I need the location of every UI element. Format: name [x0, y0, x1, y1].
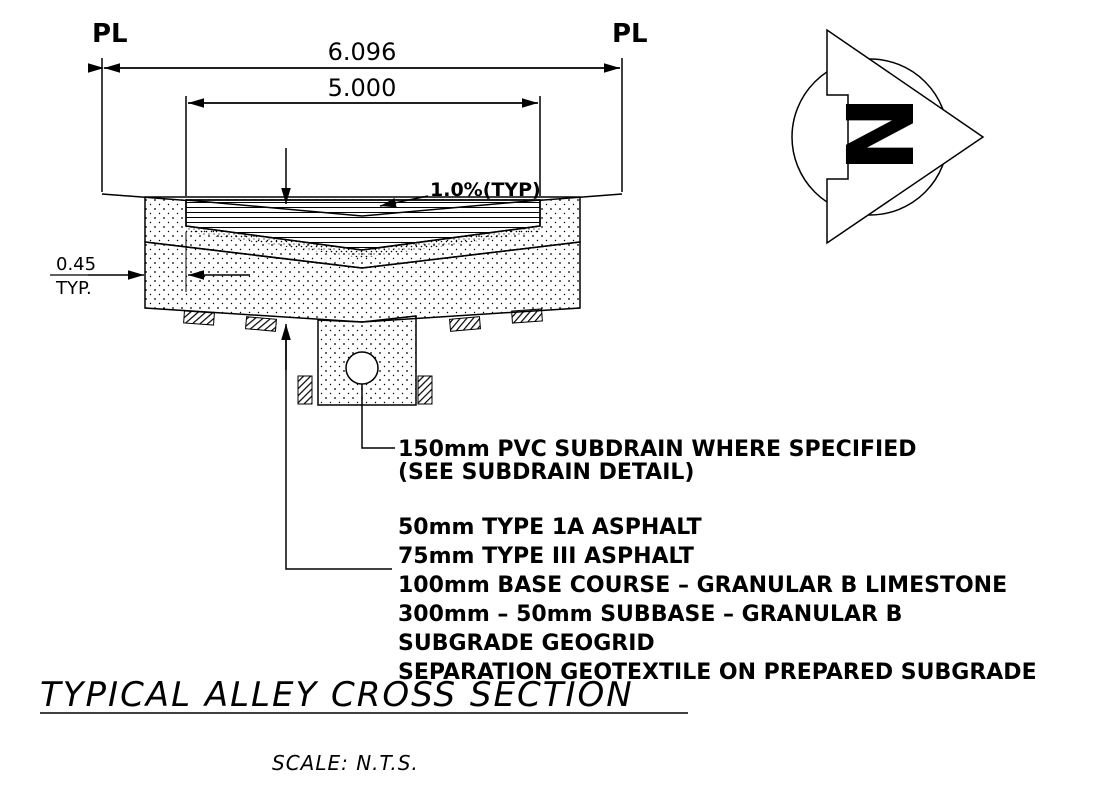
- layers-leader: [285, 326, 392, 570]
- subdrain-note-line-2: (SEE SUBDRAIN DETAIL): [398, 460, 694, 485]
- subdrain-callout: 150mm PVC SUBDRAIN WHERE SPECIFIED (SEE …: [361, 384, 917, 485]
- slope-annotation: 1.0%(TYP): [379, 179, 541, 208]
- subdrain-pipe-icon: [345, 351, 379, 385]
- subbase-layer: [144, 241, 581, 323]
- layer-note-3: 100mm BASE COURSE – GRANULAR B LIMESTONE: [398, 573, 1007, 598]
- pavement-width-dimension: 5.000: [185, 74, 541, 196]
- drawing-title: TYPICAL ALLEY CROSS SECTION: [40, 675, 634, 715]
- north-letter: N: [828, 96, 935, 173]
- layer-note-6: SEPARATION GEOTEXTILE ON PREPARED SUBGRA…: [398, 660, 1037, 685]
- offset-note-label: TYP.: [55, 278, 92, 299]
- layer-note-1: 50mm TYPE 1A ASPHALT: [398, 515, 702, 540]
- scale-label: SCALE: N.T.S.: [272, 751, 419, 775]
- layer-note-5: SUBGRADE GEOGRID: [398, 631, 655, 656]
- overall-width-dimension: 6.096: [88, 38, 620, 73]
- property-line-left: PL: [92, 19, 128, 192]
- pavement-width-label: 5.000: [328, 74, 397, 102]
- north-arrow-icon: N: [791, 28, 985, 245]
- property-line-label-left: PL: [92, 19, 128, 49]
- layer-notes: 50mm TYPE 1A ASPHALT 75mm TYPE III ASPHA…: [398, 515, 1037, 685]
- property-line-right: PL: [612, 19, 648, 192]
- geotextile-band: [186, 226, 540, 258]
- geogrid-blocks: [183, 308, 543, 405]
- offset-value-label: 0.45: [56, 254, 96, 275]
- overall-width-label: 6.096: [328, 38, 397, 66]
- offset-dimension: 0.45 TYP.: [50, 232, 250, 299]
- slope-label: 1.0%(TYP): [430, 179, 541, 201]
- subdrain-note-line-1: 150mm PVC SUBDRAIN WHERE SPECIFIED: [398, 437, 917, 462]
- layer-note-2: 75mm TYPE III ASPHALT: [398, 544, 694, 569]
- layer-note-4: 300mm – 50mm SUBBASE – GRANULAR B: [398, 602, 902, 627]
- property-line-label-right: PL: [612, 19, 648, 49]
